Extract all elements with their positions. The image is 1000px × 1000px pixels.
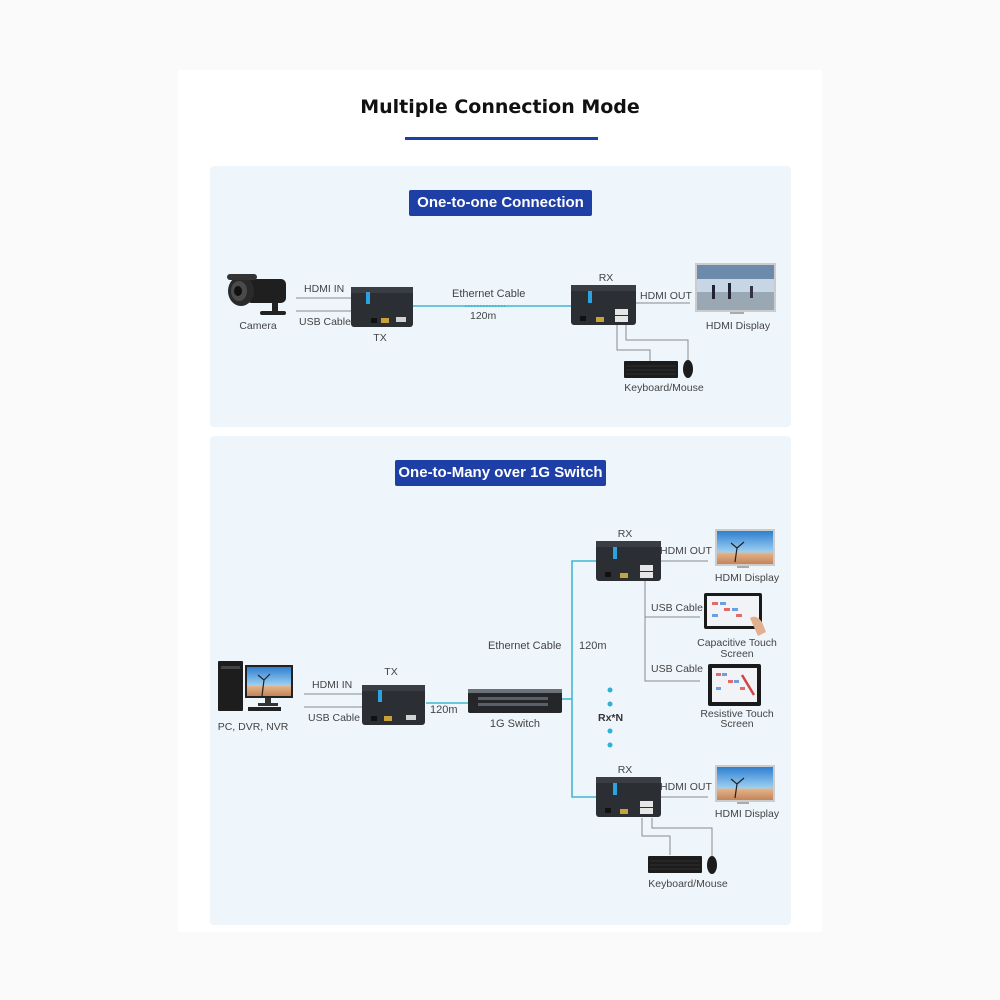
title-underline	[405, 137, 598, 140]
resistive-touch-icon	[708, 664, 761, 706]
label-hdmi-out-1: HDMI OUT	[640, 290, 692, 302]
capacitive-touch-icon	[704, 593, 766, 636]
label-hdmi-in-2: HDMI IN	[312, 679, 353, 691]
display-icon-1	[695, 263, 776, 314]
label-resistive-1: Resistive Touch	[700, 708, 774, 720]
label-switch: 1G Switch	[489, 718, 541, 730]
rx-device-top	[596, 541, 661, 581]
mouse-icon-2	[707, 856, 717, 874]
label-hdmi-out-top: HDMI OUT	[660, 545, 712, 557]
label-capacitive-1: Capacitive Touch	[697, 637, 777, 649]
label-distance-2b: 120m	[579, 640, 607, 652]
label-resistive-2: Screen	[720, 718, 754, 730]
badge-one-to-many: One-to-Many over 1G Switch	[395, 460, 606, 486]
rxn-dots	[607, 687, 613, 748]
page-title: Multiple Connection Mode	[360, 96, 640, 118]
mouse-icon-1	[683, 360, 693, 378]
label-distance-2a: 120m	[430, 704, 458, 716]
keyboard-icon-2	[648, 856, 702, 873]
section2-ethernet	[426, 560, 596, 798]
label-camera: Camera	[239, 320, 277, 332]
tx-device-1	[351, 287, 413, 327]
label-display-bottom: HDMI Display	[714, 808, 780, 820]
label-kbm-1: Keyboard/Mouse	[624, 382, 704, 394]
label-usb-cable-1: USB Cable	[299, 316, 351, 328]
tx-device-2	[362, 685, 425, 725]
label-pc: PC, DVR, NVR	[217, 721, 289, 733]
label-capacitive-2: Screen	[720, 648, 754, 660]
keyboard-icon-1	[624, 361, 678, 378]
label-hdmi-in-1: HDMI IN	[304, 283, 345, 295]
badge-one-to-one: One-to-one Connection	[409, 190, 592, 216]
label-kbm-2: Keyboard/Mouse	[648, 878, 728, 890]
rx-device-1	[571, 285, 636, 325]
label-tx-1: TX	[373, 332, 387, 344]
section2-cables	[304, 560, 713, 856]
rx-device-bottom	[596, 777, 661, 817]
pc-icon	[218, 661, 293, 711]
label-ethernet-1: Ethernet Cable	[452, 288, 526, 300]
label-ethernet-2: Ethernet Cable	[488, 640, 562, 652]
label-usb-cable-top: USB Cable	[651, 602, 703, 614]
label-tx-2: TX	[384, 666, 398, 678]
label-distance-1: 120m	[470, 310, 497, 322]
label-display-1: HDMI Display	[705, 320, 771, 332]
label-rx-bottom: RX	[617, 764, 633, 776]
camera-icon	[227, 274, 286, 315]
label-hdmi-out-bottom: HDMI OUT	[660, 781, 712, 793]
display-icon-top	[715, 529, 775, 568]
label-rxn: Rx*N	[598, 712, 624, 724]
label-display-top: HDMI Display	[714, 572, 780, 584]
label-rx-1: RX	[598, 272, 614, 284]
label-rx-top: RX	[617, 528, 633, 540]
switch-icon	[468, 689, 562, 713]
section1-cables	[296, 297, 690, 362]
display-icon-bottom	[715, 765, 775, 804]
label-usb-cable-2: USB Cable	[308, 712, 360, 724]
label-usb-cable-mid: USB Cable	[651, 663, 703, 675]
